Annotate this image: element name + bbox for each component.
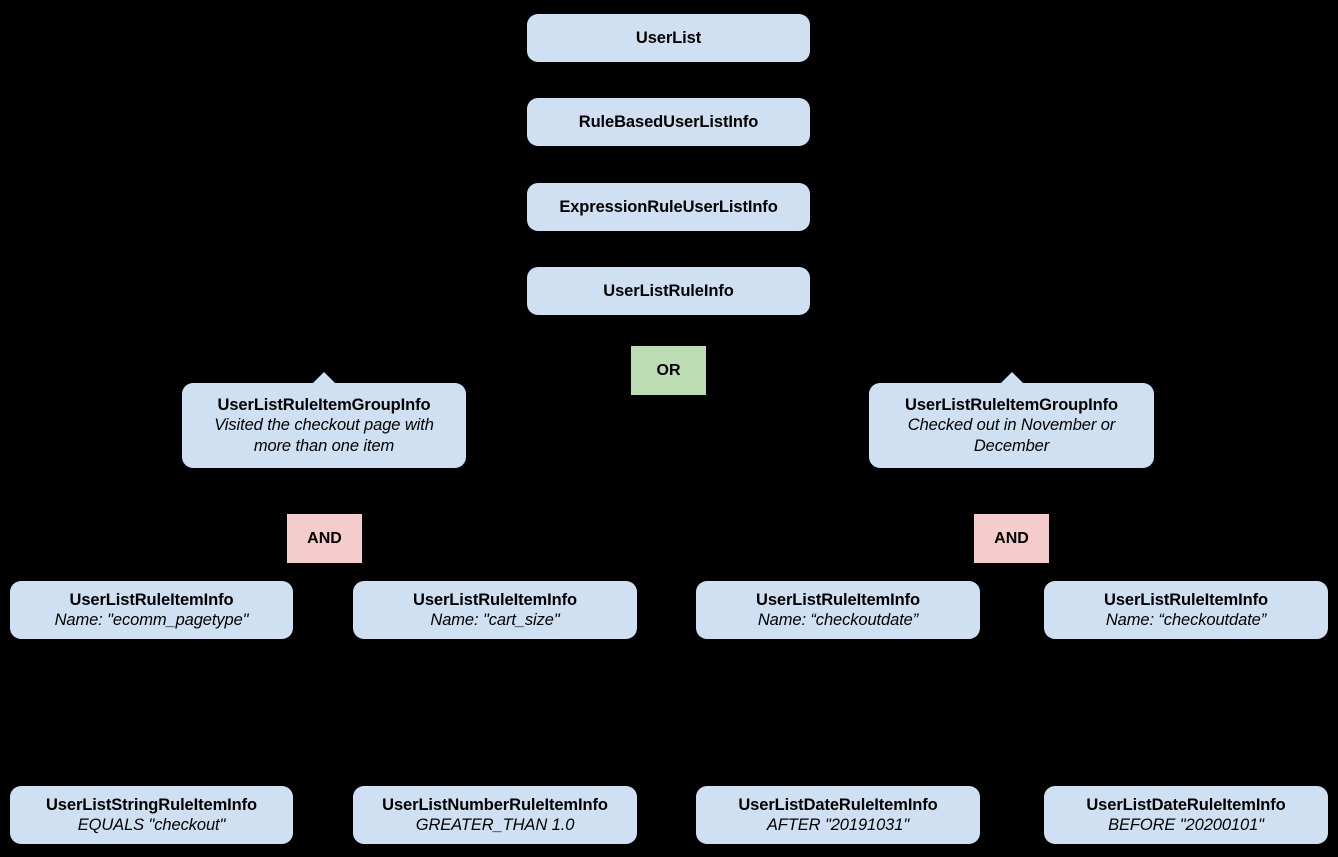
- node-title: UserListRuleInfo: [603, 281, 734, 300]
- node-detail: EQUALS "checkout": [77, 816, 226, 834]
- operator-or[interactable]: OR: [631, 346, 706, 395]
- node-userlist[interactable]: UserList: [527, 14, 810, 62]
- node-title: UserListRuleItemInfo: [1104, 590, 1268, 609]
- node-rule-item-3[interactable]: UserListRuleItemInfo Name: “checkoutdate…: [696, 581, 980, 639]
- group-notch-icon-left: [313, 372, 335, 383]
- operator-label: AND: [307, 529, 342, 547]
- operator-and-right[interactable]: AND: [974, 514, 1049, 563]
- node-rule-item-2[interactable]: UserListRuleItemInfo Name: "cart_size": [353, 581, 637, 639]
- group-notch-icon-right: [1001, 372, 1023, 383]
- node-detail: GREATER_THAN 1.0: [415, 816, 575, 834]
- node-detail: Name: “checkoutdate”: [1105, 611, 1267, 629]
- node-leaf-item-1[interactable]: UserListStringRuleItemInfo EQUALS "check…: [10, 786, 293, 844]
- node-rule-item-group-left[interactable]: UserListRuleItemGroupInfo Visited the ch…: [182, 383, 466, 468]
- node-title: UserList: [635, 28, 702, 47]
- node-title: UserListDateRuleItemInfo: [738, 795, 938, 814]
- node-expressionruleuserlistinfo[interactable]: ExpressionRuleUserListInfo: [527, 183, 810, 231]
- node-description: Visited the checkout page with more than…: [214, 416, 434, 455]
- node-leaf-item-4[interactable]: UserListDateRuleItemInfo BEFORE "2020010…: [1044, 786, 1328, 844]
- node-title: UserListRuleItemInfo: [413, 590, 577, 609]
- operator-and-left[interactable]: AND: [287, 514, 362, 563]
- node-leaf-item-2[interactable]: UserListNumberRuleItemInfo GREATER_THAN …: [353, 786, 637, 844]
- node-rule-item-group-right[interactable]: UserListRuleItemGroupInfo Checked out in…: [869, 383, 1154, 468]
- node-rulebaseduserlistinfo[interactable]: RuleBasedUserListInfo: [527, 98, 810, 146]
- node-title: ExpressionRuleUserListInfo: [559, 197, 778, 216]
- node-detail: BEFORE "20200101": [1108, 816, 1264, 834]
- node-detail: Name: "ecomm_pagetype": [54, 611, 249, 629]
- node-rule-item-4[interactable]: UserListRuleItemInfo Name: “checkoutdate…: [1044, 581, 1328, 639]
- operator-label: AND: [994, 529, 1029, 547]
- node-detail: AFTER "20191031": [766, 816, 910, 834]
- node-title: RuleBasedUserListInfo: [578, 112, 759, 131]
- node-leaf-item-3[interactable]: UserListDateRuleItemInfo AFTER "20191031…: [696, 786, 980, 844]
- node-title: UserListStringRuleItemInfo: [45, 795, 257, 814]
- operator-label: OR: [656, 361, 681, 379]
- node-title: UserListRuleItemGroupInfo: [905, 396, 1118, 415]
- node-rule-item-1[interactable]: UserListRuleItemInfo Name: "ecomm_pagety…: [10, 581, 293, 639]
- node-userlistruleinfo[interactable]: UserListRuleInfo: [527, 267, 810, 315]
- node-title: UserListRuleItemGroupInfo: [217, 396, 431, 415]
- node-detail: Name: "cart_size": [430, 611, 560, 629]
- node-title: UserListRuleItemInfo: [756, 590, 920, 609]
- node-description: Checked out in November or December: [907, 416, 1116, 455]
- node-title: UserListDateRuleItemInfo: [1086, 795, 1286, 814]
- node-title: UserListNumberRuleItemInfo: [382, 795, 608, 814]
- node-detail: Name: “checkoutdate”: [757, 611, 919, 629]
- node-title: UserListRuleItemInfo: [69, 590, 234, 609]
